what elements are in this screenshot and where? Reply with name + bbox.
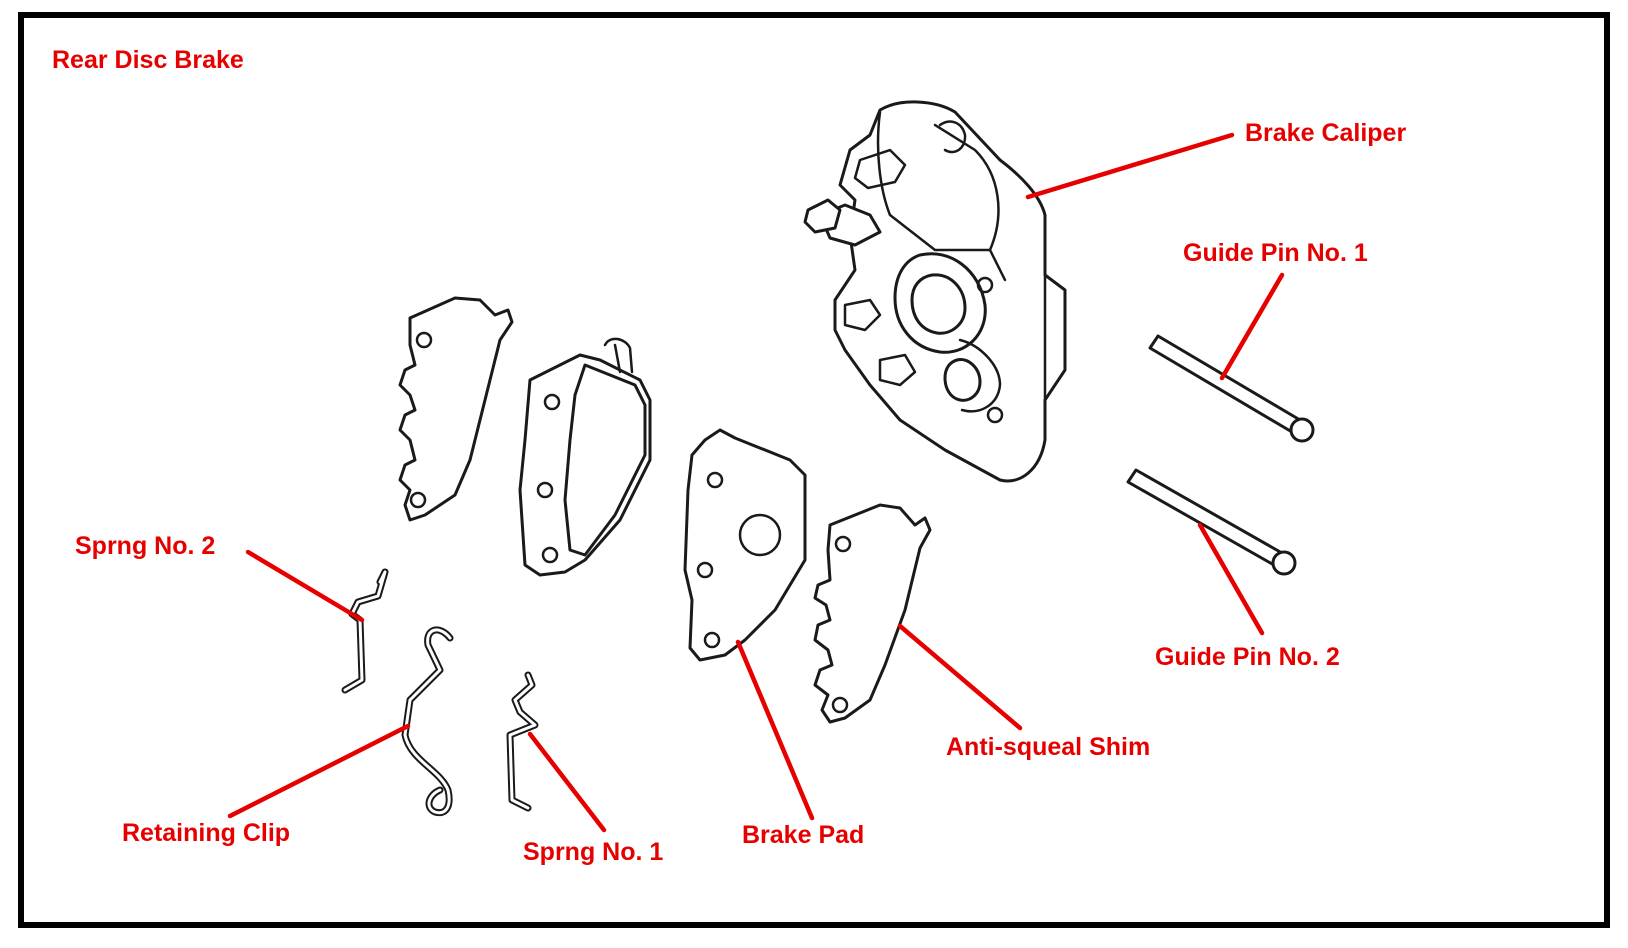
leader-spring-2: [245, 549, 365, 623]
leader-lines: [227, 132, 1285, 833]
guide-pin-1-part: [1148, 334, 1315, 443]
leader-retaining-clip: [227, 723, 411, 819]
label-anti-squeal-shim: Anti-squeal Shim: [946, 733, 1150, 761]
brake-caliper-part: [803, 100, 1067, 483]
diagram-frame: [18, 12, 1610, 928]
leader-anti-squeal-shim: [897, 623, 1023, 731]
leader-brake-caliper: [1025, 132, 1235, 200]
label-spring-1: Sprng No. 1: [523, 838, 663, 866]
left-shim-part: [398, 296, 514, 522]
label-brake-caliper: Brake Caliper: [1245, 119, 1406, 147]
label-retaining-clip: Retaining Clip: [122, 819, 290, 847]
guide-pin-2-part: [1126, 468, 1297, 576]
spring-1-part: [506, 671, 539, 812]
label-guide-pin-2: Guide Pin No. 2: [1155, 643, 1340, 671]
leader-brake-pad: [735, 639, 815, 821]
spring-2-part: [341, 568, 389, 694]
inner-brake-pad-part: [518, 337, 652, 577]
leader-guide-pin-1: [1219, 272, 1285, 381]
label-spring-2: Sprng No. 2: [75, 532, 215, 560]
label-guide-pin-1: Guide Pin No. 1: [1183, 239, 1368, 267]
leader-guide-pin-2: [1197, 522, 1265, 636]
diagram-title: Rear Disc Brake: [52, 46, 244, 74]
outer-brake-pad-part: [683, 428, 807, 662]
right-shim-part: [813, 503, 932, 724]
leader-spring-1: [527, 731, 607, 833]
retaining-clip-part: [401, 626, 454, 817]
label-brake-pad: Brake Pad: [742, 821, 864, 849]
